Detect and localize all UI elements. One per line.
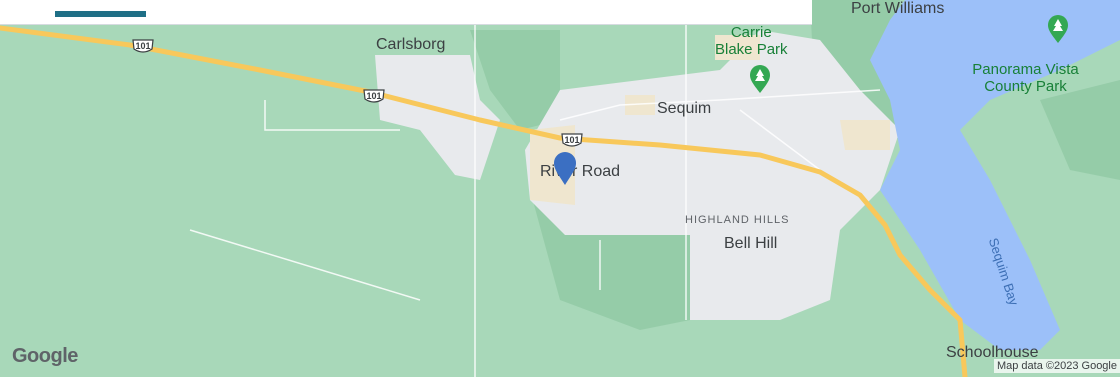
map-attribution[interactable]: Map data ©2023 Google xyxy=(993,359,1120,373)
urban-area-sequim xyxy=(525,30,900,320)
highway-101 xyxy=(0,25,968,377)
park-label-carrie-blake[interactable]: Carrie Blake Park xyxy=(715,24,788,58)
park-label-line: Carrie xyxy=(730,24,772,41)
urban-area-carlsborg xyxy=(375,55,500,180)
place-label-sequim[interactable]: Sequim xyxy=(657,100,712,117)
park-label-line: Blake Park xyxy=(715,41,788,58)
place-label-highland-hills[interactable]: HIGHLAND HILLS xyxy=(685,214,790,226)
urban-area-tan xyxy=(715,35,760,60)
water-bay xyxy=(870,0,1120,350)
route-number-label: 101 xyxy=(366,91,382,101)
top-bar-accent xyxy=(55,11,146,17)
place-label-bell-hill[interactable]: Bell Hill xyxy=(724,235,778,252)
minor-roads xyxy=(189,20,881,377)
place-label-river-road[interactable]: River Road xyxy=(540,163,621,180)
top-bar xyxy=(0,0,812,25)
park-label-line: County Park xyxy=(984,78,1067,95)
urban-area-tan xyxy=(625,95,655,115)
park-label-panorama-vista[interactable]: Panorama Vista County Park xyxy=(958,61,1093,95)
place-label-carlsborg[interactable]: Carlsborg xyxy=(376,36,446,53)
park-label-line: Panorama Vista xyxy=(972,61,1079,78)
place-label-port-williams[interactable]: Port Williams xyxy=(851,0,945,17)
forest-area xyxy=(1040,80,1120,180)
route-number-label: 101 xyxy=(564,135,580,145)
route-number-label: 101 xyxy=(135,41,151,51)
us-highway-shield-icon: 101 xyxy=(560,133,584,149)
tree-icon[interactable] xyxy=(1047,14,1069,44)
forest-area xyxy=(470,30,560,130)
tree-icon[interactable] xyxy=(749,64,771,94)
google-logo: Google xyxy=(12,345,78,367)
us-highway-shield-icon: 101 xyxy=(131,39,155,55)
us-highway-shield-icon: 101 xyxy=(362,89,386,105)
place-label-schoolhouse[interactable]: Schoolhouse xyxy=(946,344,1039,361)
location-pin-icon[interactable] xyxy=(553,152,577,186)
urban-area-tan xyxy=(840,120,890,150)
urban-area-tan xyxy=(530,125,575,205)
